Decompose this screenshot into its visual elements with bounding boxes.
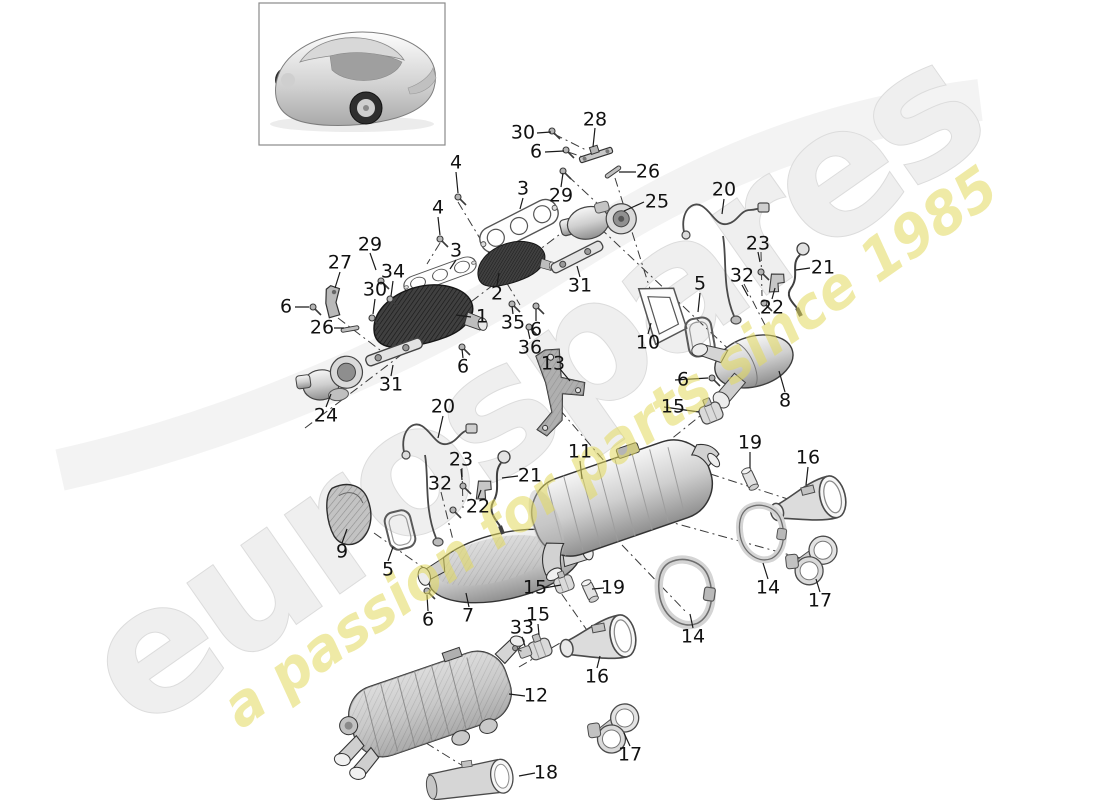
- part-catalytic-converter-8: [691, 334, 794, 409]
- part-bracket-28: [578, 144, 614, 164]
- part-clamp-screw-33: [512, 645, 533, 659]
- part-tailpipe-18: [425, 758, 514, 800]
- part-twin-tailpipe-17-right: [783, 534, 842, 588]
- part-muffler-12: [333, 635, 525, 780]
- part-tailpipe-16-bottom: [555, 611, 640, 670]
- part-tailpipe-16-right: [764, 472, 851, 534]
- part-catalytic-converter-7: [417, 528, 594, 604]
- part-muffler-11: [528, 439, 721, 582]
- part-clamp-strap-14-left: [653, 556, 719, 628]
- part-bracket-27: [325, 284, 341, 319]
- part-sensor-cable-20-left: [401, 423, 478, 547]
- part-heat-shield-9: [326, 483, 372, 546]
- part-oxygen-sensor-21-right: [787, 242, 810, 317]
- part-sensor-cable-20-right: [681, 202, 770, 325]
- car-thumbnail: [258, 2, 446, 146]
- part-twin-tailpipe-17-bottom: [584, 701, 644, 757]
- part-turbocharger-24: [295, 355, 364, 402]
- part-bracket-13: [535, 348, 586, 437]
- parts-layer: [295, 127, 851, 800]
- label-leader-lines: [295, 127, 821, 777]
- part-connector-19-right: [740, 465, 760, 493]
- part-connector-19-bottom: [580, 577, 600, 605]
- part-oxygen-sensor-21-left: [490, 450, 511, 535]
- part-turbocharger-25: [559, 200, 637, 240]
- assembly-centerlines: [304, 133, 809, 770]
